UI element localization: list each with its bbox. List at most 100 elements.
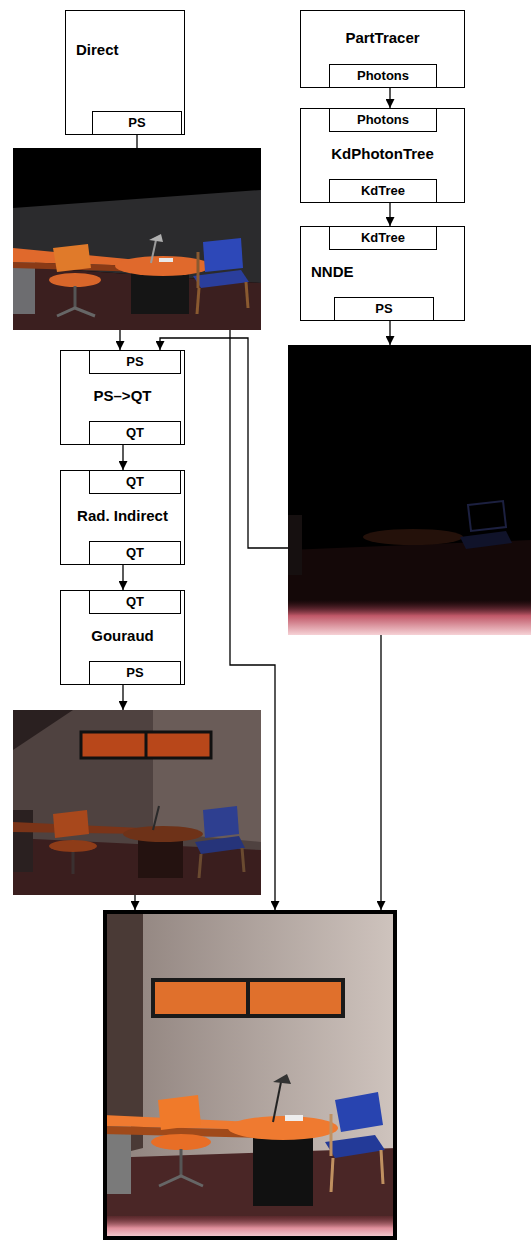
scene-wall xyxy=(13,190,261,283)
scene-orange-chair-seat xyxy=(49,840,97,852)
process-box: KdPhotonTree PhotonsKdTree xyxy=(300,108,465,203)
scene-wall xyxy=(13,710,261,895)
box-label: Rad. Indirect xyxy=(77,507,168,525)
box-label: Gouraud xyxy=(91,627,154,645)
port-box: PS xyxy=(92,111,182,135)
port-box: PS xyxy=(334,297,434,321)
port-box: KdTree xyxy=(329,226,437,250)
scene-chair-arm xyxy=(197,252,200,288)
flow-connector xyxy=(389,321,390,345)
scene-chair-seat xyxy=(325,1135,385,1158)
scene-papers xyxy=(285,1115,303,1121)
flow-connector xyxy=(230,330,275,910)
scene-lamp xyxy=(151,240,156,263)
flow-connector xyxy=(389,88,390,108)
scene-orange-chair-seat xyxy=(49,273,101,287)
process-box: PartTracerPhotons xyxy=(300,10,465,88)
flow-connector xyxy=(119,330,120,350)
scene-floor xyxy=(288,540,531,635)
flow-connector xyxy=(136,135,137,148)
scene-chair-leg xyxy=(242,848,244,872)
scene-chair-leg xyxy=(381,1150,383,1184)
scene-floor xyxy=(13,266,261,330)
scene-orange-chair-back xyxy=(158,1095,201,1130)
process-box: Gouraud QT PS xyxy=(60,590,185,685)
scene-floor xyxy=(103,1148,397,1240)
port-label: Photons xyxy=(357,112,409,128)
process-box: Rad. IndirectQTQT xyxy=(60,470,185,565)
box-label: Direct xyxy=(76,41,119,59)
scene-cabinet xyxy=(13,810,33,872)
scene-ceiling xyxy=(13,710,73,750)
scene-wall-light xyxy=(153,710,261,842)
box-label: PS–>QT xyxy=(94,387,152,405)
scene-orange-chair-back xyxy=(53,244,91,272)
flow-connector xyxy=(134,895,135,910)
port-label: QT xyxy=(126,474,144,490)
process-box: PS–>QT PS QT xyxy=(60,350,185,445)
scene-background xyxy=(288,345,531,635)
scene-chair-back xyxy=(335,1092,383,1132)
flow-connector xyxy=(122,565,123,590)
port-label: QT xyxy=(126,594,144,610)
scene-chair-arm xyxy=(330,1114,333,1156)
scene-lamp-shade xyxy=(149,234,163,242)
indirect-scene xyxy=(13,710,261,895)
box-label: PartTracer xyxy=(345,29,419,47)
final-scene xyxy=(103,910,397,1240)
rendered-image xyxy=(288,345,531,635)
scene-background xyxy=(13,148,261,330)
scene-lamp-shade xyxy=(273,1074,291,1084)
scene-wall xyxy=(103,910,397,1240)
flow-connector xyxy=(122,445,123,470)
process-box: NNDEKdTreePS xyxy=(300,226,465,321)
scene-chair-leg xyxy=(331,1158,333,1192)
scene-chair-back xyxy=(203,806,239,838)
direct-scene xyxy=(13,148,261,330)
scene-wall-cabinet xyxy=(153,980,343,1016)
port-box: QT xyxy=(89,541,181,565)
port-label: PS xyxy=(375,301,392,317)
flow-connector xyxy=(380,635,381,910)
rendered-image xyxy=(13,148,261,330)
port-label: KdTree xyxy=(361,183,405,199)
scene-chair-leg xyxy=(197,288,199,314)
scene-chair-seat xyxy=(195,836,245,854)
scene-pedestal xyxy=(253,1134,313,1206)
scene-orange-chair-back xyxy=(53,810,89,838)
scene-cabinet-divider xyxy=(145,732,148,758)
port-label: PS xyxy=(126,665,143,681)
port-box: KdTree xyxy=(329,179,437,203)
process-box: DirectPS xyxy=(65,10,185,135)
scene-round-desk xyxy=(123,826,203,842)
scene-chair-leg xyxy=(246,282,248,308)
scene-round-desk xyxy=(363,529,463,545)
scene-chair-back xyxy=(203,238,243,272)
port-box: Photons xyxy=(329,108,437,132)
scene-lamp xyxy=(273,1082,281,1122)
port-box: PS xyxy=(89,350,181,374)
port-label: QT xyxy=(126,425,144,441)
scene-cabinet xyxy=(288,515,302,575)
port-box: PS xyxy=(89,661,181,685)
port-box: Photons xyxy=(329,64,437,88)
scene-round-desk xyxy=(228,1116,338,1140)
scene-chair-base xyxy=(57,308,95,316)
port-label: PS xyxy=(128,115,145,131)
scene-chair-stem xyxy=(72,852,75,874)
port-label: KdTree xyxy=(361,230,405,246)
scene-caustic-glow xyxy=(288,600,531,635)
box-label: KdPhotonTree xyxy=(331,145,434,163)
scene-chair-leg xyxy=(199,854,201,878)
flow-connector xyxy=(389,203,390,226)
rendered-image xyxy=(13,710,261,895)
port-box: QT xyxy=(89,590,181,614)
scene-chair-base xyxy=(159,1176,203,1186)
port-label: Photons xyxy=(357,68,409,84)
scene-chair-seat xyxy=(460,531,512,549)
scene-papers xyxy=(159,258,173,262)
scene-cabinet-divider xyxy=(246,980,250,1016)
photon-scene xyxy=(288,345,531,635)
port-box: QT xyxy=(89,421,181,445)
